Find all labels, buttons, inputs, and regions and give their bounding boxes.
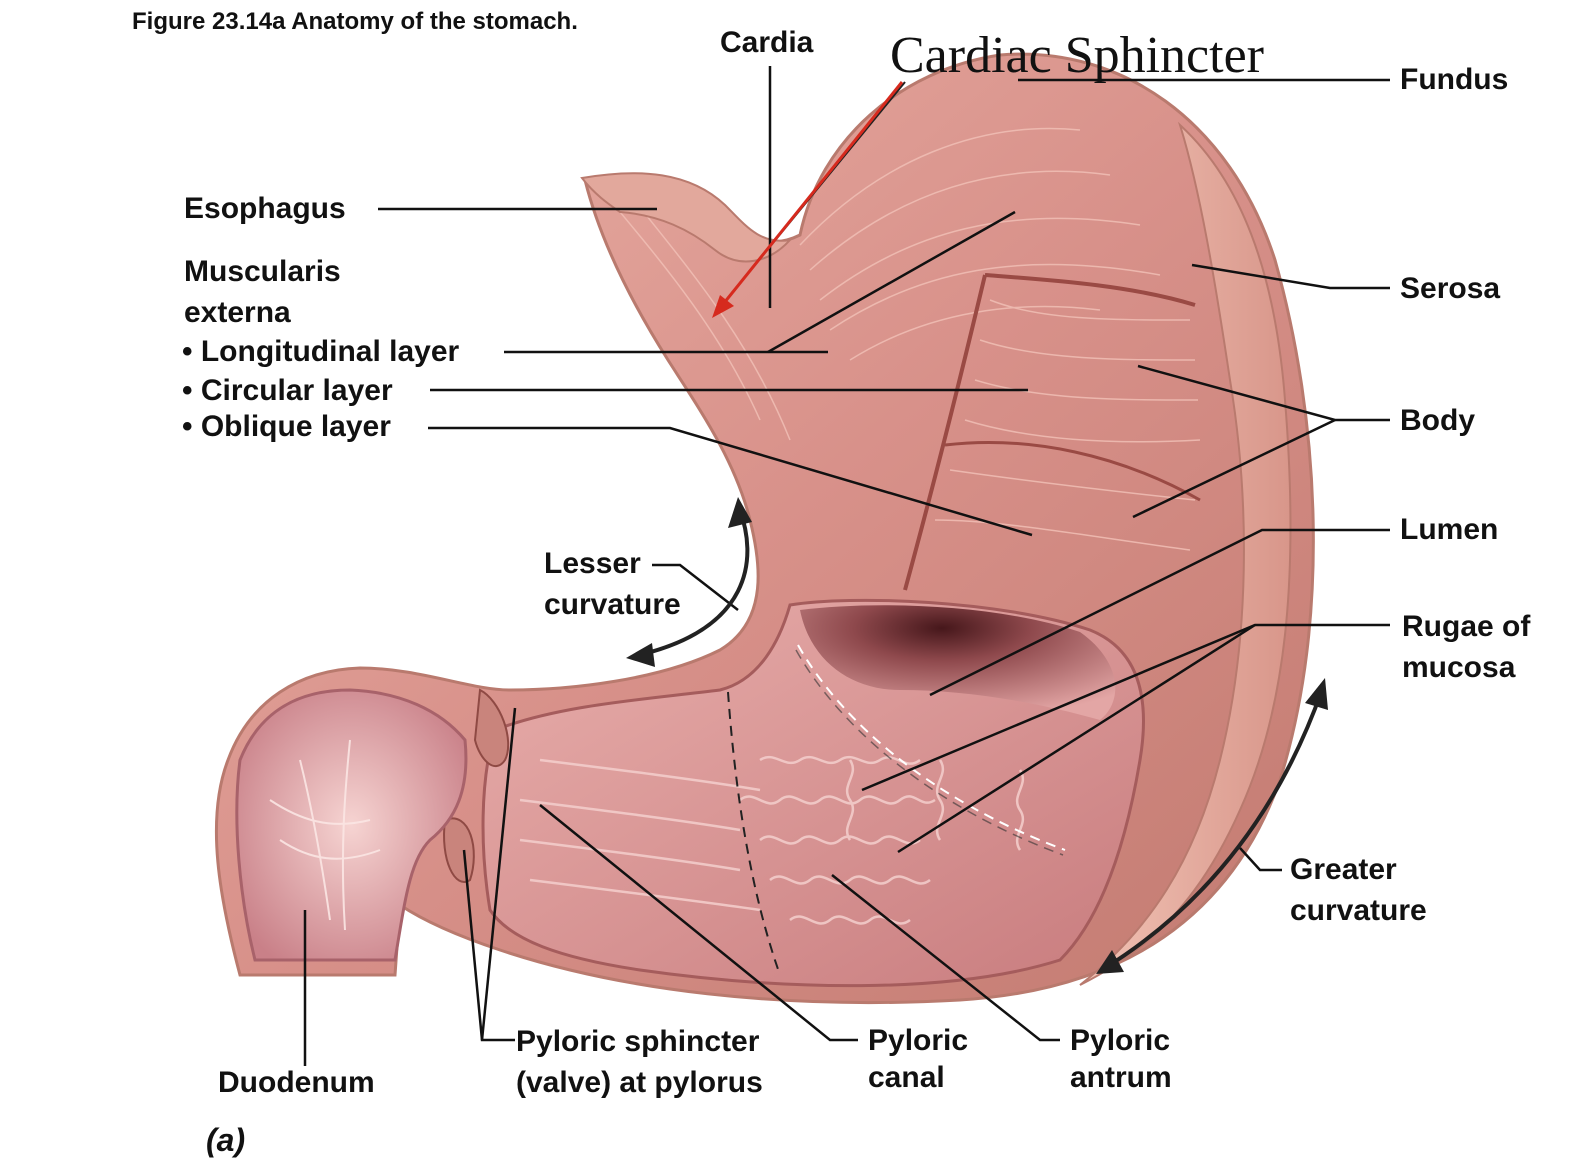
leader-body-branch — [1132, 418, 1336, 519]
leader-greater — [1239, 847, 1282, 872]
leader-longitudinal-branch — [767, 210, 1016, 354]
leader-serosa — [1191, 263, 1390, 290]
lumen-cavity — [481, 598, 1145, 988]
label-pyloric-antrum: Pyloric antrum — [1070, 1024, 1172, 1094]
label-pyloric-canal: Pyloric canal — [868, 1024, 969, 1094]
label-fundus: Fundus — [1400, 63, 1509, 96]
pyloric-antrum-boundary-shadow — [795, 649, 1064, 856]
duodenum-folds — [269, 739, 381, 931]
label-lumen: Lumen — [1400, 513, 1499, 546]
label-cardia: Cardia — [720, 26, 814, 59]
circular-layer-edge — [903, 274, 987, 591]
pyloric-sphincter-ring — [473, 688, 510, 768]
label-rugae-of-mucosa: Rugae of mucosa — [1402, 610, 1531, 684]
leader-oblique — [428, 426, 1033, 537]
duodenum-interior — [235, 688, 468, 962]
leader-lesser — [652, 563, 739, 611]
greater-curvature-arrow — [1103, 689, 1324, 970]
label-duodenum: Duodenum — [218, 1066, 375, 1099]
label-lesser-curvature: Lesser curvature — [544, 547, 681, 621]
lesser-curvature-arrowhead-bottom — [626, 643, 655, 667]
label-muscularis-externa: Muscularis externa — [184, 255, 341, 329]
label-greater-curvature: Greater curvature — [1290, 853, 1427, 927]
figure-title: Figure 23.14a Anatomy of the stomach. — [132, 8, 578, 35]
handwritten-annotation: Cardiac Sphincter — [890, 27, 1264, 84]
label-pyloric-sphincter: Pyloric sphincter (valve) at pylorus — [516, 1025, 763, 1099]
leader-pyloric-canal — [539, 804, 858, 1042]
leader-lines — [303, 66, 1390, 1066]
label-longitudinal-layer: • Longitudinal layer — [182, 335, 460, 368]
annotation-arrow-red — [718, 81, 904, 309]
panel-label: (a) — [206, 1122, 246, 1158]
leader-pyloric-sphincter-branch — [480, 707, 517, 1041]
greater-curvature-arrowhead-top — [1305, 678, 1328, 710]
label-oblique-layer: • Oblique layer — [182, 410, 391, 443]
circular-layer-boundary — [984, 273, 1196, 307]
label-circular-layer: • Circular layer — [182, 374, 393, 407]
leader-pyloric-antrum — [831, 874, 1060, 1042]
label-esophagus: Esophagus — [184, 192, 346, 225]
lesser-curvature-arrow — [634, 504, 750, 658]
greater-curvature-arrowhead-bottom — [1096, 950, 1124, 974]
leader-rugae-branch — [897, 623, 1256, 854]
serosa-rim — [1079, 121, 1292, 986]
label-serosa: Serosa — [1400, 272, 1501, 305]
pyloric-canal-boundary — [727, 691, 781, 976]
label-body: Body — [1400, 404, 1475, 437]
annotation-arrowhead — [712, 295, 734, 318]
leader-lumen — [929, 528, 1390, 697]
pyloric-antrum-boundary — [797, 644, 1066, 851]
lumen-dark-interior — [800, 605, 1116, 720]
lesser-curvature-arrowhead-top — [728, 497, 752, 528]
oblique-layer-boundary — [944, 440, 1201, 502]
